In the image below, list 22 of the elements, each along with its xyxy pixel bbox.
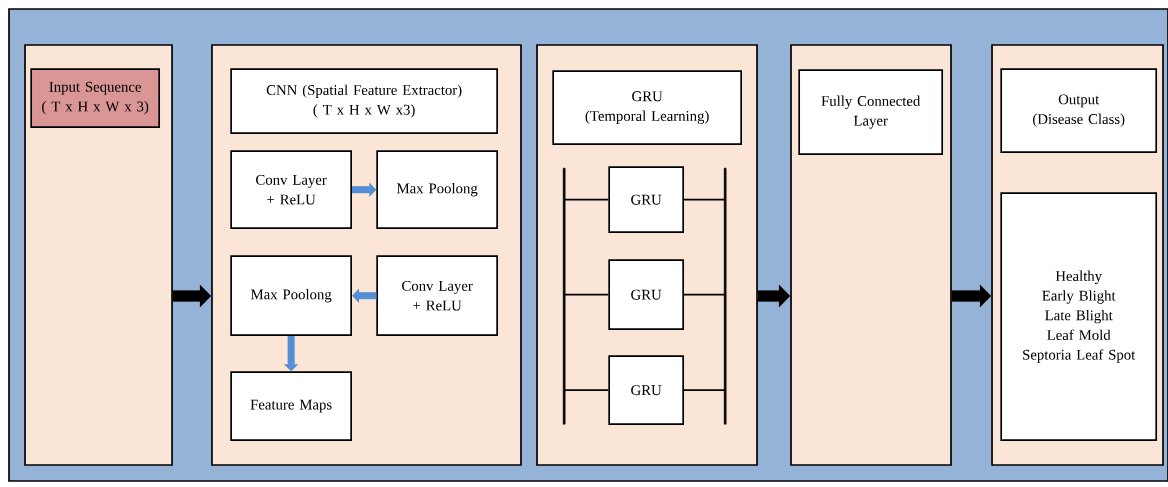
- process-box: Feature Maps: [230, 371, 352, 441]
- process-box: GRU: [608, 259, 684, 331]
- vertical-bar: [723, 167, 727, 425]
- process-box: GRU (Temporal Learning): [552, 70, 742, 146]
- process-box: Conv Layer + ReLU: [376, 255, 498, 337]
- process-box: Max Poolong: [376, 150, 498, 230]
- connector-line: [563, 389, 610, 391]
- connector-line: [683, 293, 726, 296]
- process-box: Conv Layer + ReLU: [230, 150, 352, 230]
- connector-line: [683, 198, 726, 201]
- connector-line: [683, 389, 726, 391]
- process-box: GRU: [608, 355, 684, 425]
- process-box: GRU: [608, 166, 684, 234]
- connector-line: [563, 293, 610, 296]
- process-box: Healthy Early Blight Late Blight Leaf Mold Septoria Leaf Spot: [1000, 192, 1158, 441]
- process-box: Fully Connected Layer: [798, 69, 944, 155]
- process-box: CNN (Spatial Feature Extractor) ( T x H x W x3): [230, 68, 498, 134]
- vertical-bar: [562, 167, 566, 425]
- input-box: Input Sequence ( T x H x W x 3): [30, 68, 161, 128]
- connector-line: [563, 198, 610, 201]
- process-box: Output (Disease Class): [1000, 68, 1158, 154]
- process-box: Max Poolong: [230, 255, 352, 337]
